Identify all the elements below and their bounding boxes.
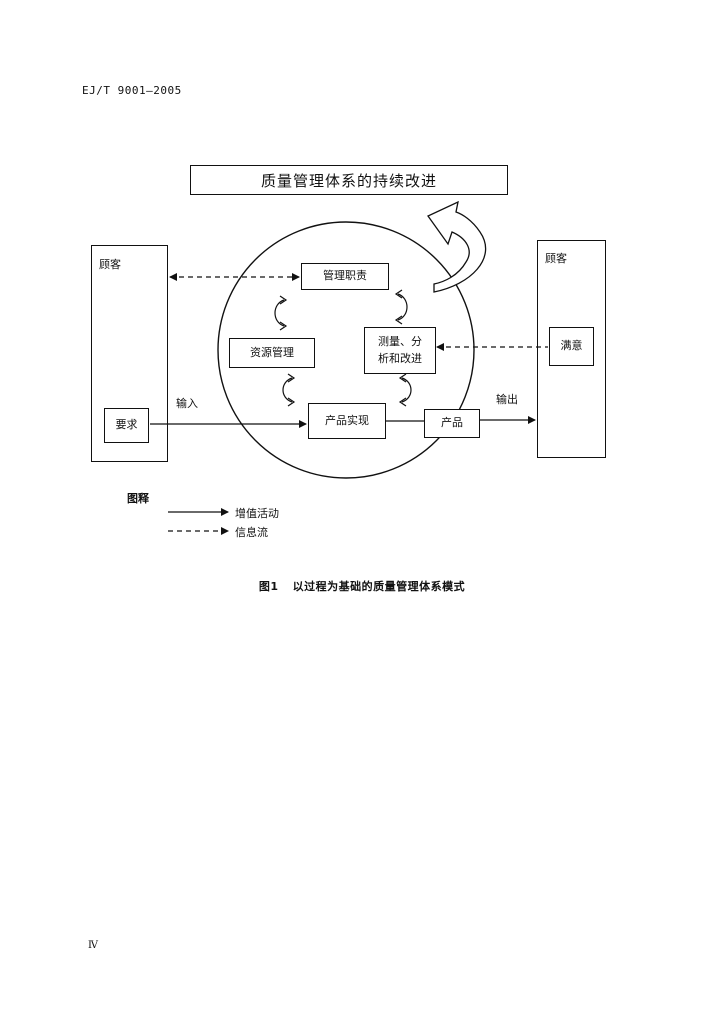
satisfaction-label: 满意	[560, 339, 583, 353]
process-cycle-circle	[217, 221, 475, 479]
cycle-arrow-top-left	[274, 295, 288, 331]
document-code: EJ/T 9001—2005	[82, 84, 182, 97]
figure-caption-text: 以过程为基础的质量管理体系模式	[292, 580, 466, 593]
measurement-label-line1: 测量、分	[378, 335, 422, 348]
continual-improvement-banner: 质量管理体系的持续改进	[190, 165, 508, 195]
cycle-arrow-top-right	[394, 289, 408, 325]
cycle-arrow-bottom-right	[398, 373, 412, 407]
requirement-label: 要求	[115, 418, 138, 432]
management-responsibility-label: 管理职责	[323, 269, 367, 283]
customer-right-box: 顾客 满意	[537, 240, 606, 458]
continual-improvement-arrow	[427, 200, 487, 293]
output-label: 输出	[496, 393, 518, 406]
product-label: 产品	[441, 416, 463, 430]
measurement-analysis-box: 测量、分 析和改进	[364, 327, 436, 374]
input-label: 输入	[176, 397, 198, 410]
satisfaction-box: 满意	[549, 327, 594, 366]
customer-left-box: 顾客 要求	[91, 245, 168, 462]
page-number: Ⅳ	[88, 940, 98, 951]
figure-caption: 图1 以过程为基础的质量管理体系模式	[0, 578, 724, 594]
figure-number: 图1	[258, 580, 279, 593]
customer-left-title: 顾客	[99, 258, 121, 271]
banner-title: 质量管理体系的持续改进	[260, 171, 437, 190]
product-box: 产品	[424, 409, 480, 438]
measurement-label-line2: 析和改进	[378, 351, 422, 365]
customer-right-title: 顾客	[545, 252, 567, 265]
legend-value-added-label: 增值活动	[235, 507, 279, 520]
requirement-box: 要求	[104, 408, 149, 443]
cycle-arrow-bottom-left	[282, 373, 296, 407]
legend-title: 图释	[127, 492, 149, 505]
management-responsibility-box: 管理职责	[301, 263, 389, 290]
legend-information-flow-label: 信息流	[235, 526, 268, 539]
product-realization-label: 产品实现	[325, 413, 369, 427]
product-realization-box: 产品实现	[308, 403, 386, 439]
resource-management-label: 资源管理	[250, 345, 294, 359]
resource-management-box: 资源管理	[229, 338, 315, 368]
